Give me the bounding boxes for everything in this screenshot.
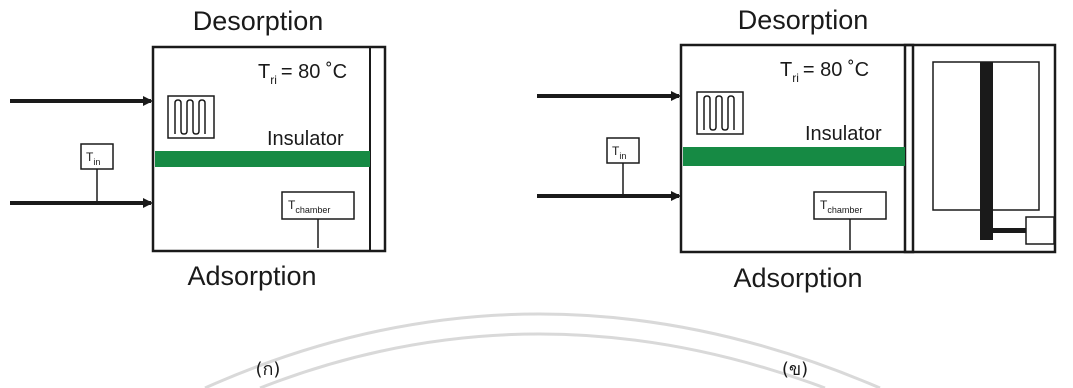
svg-text:Tin: Tin — [86, 150, 100, 167]
sensor-t-chamber: Tchamber — [281, 191, 355, 248]
adsorption-label: Adsorption — [187, 261, 316, 291]
panel-a: Desorption Tri= 80 ˚C Insulator Tin Tcha… — [10, 6, 387, 380]
desorption-label: Desorption — [738, 5, 869, 35]
insulator-bar — [683, 147, 905, 166]
svg-text:Tchamber: Tchamber — [820, 198, 862, 215]
watermark-arcs — [204, 312, 881, 388]
temperature-label: Tri= 80 ˚C — [780, 59, 869, 85]
chamber-box — [151, 45, 387, 253]
chamber-box — [679, 43, 915, 254]
heater-coil-icon — [696, 91, 744, 135]
watermark-arc-outer — [204, 312, 881, 388]
adsorption-label: Adsorption — [733, 263, 862, 293]
insulator-label: Insulator — [805, 123, 882, 145]
small-box — [1025, 216, 1055, 245]
vertical-rod — [980, 62, 993, 240]
sensor-mechanism — [932, 61, 1055, 245]
insulator-label: Insulator — [267, 128, 344, 150]
sensor-t-in: Tin — [80, 143, 114, 201]
horizontal-arm — [993, 228, 1026, 233]
svg-text:Tin: Tin — [612, 144, 626, 161]
sensor-t-in: Tin — [606, 137, 640, 194]
heater-coil-icon — [167, 95, 215, 139]
panel-b-caption: (ข) — [782, 359, 808, 380]
panel-b: Desorption Tri= 80 ˚C Insulator Tin Tcha… — [537, 5, 1057, 380]
watermark-arc-inner — [259, 332, 826, 388]
desorption-label: Desorption — [193, 6, 324, 36]
panel-a-caption: (ก) — [256, 359, 281, 380]
sensor-t-chamber: Tchamber — [813, 191, 887, 250]
temperature-label: Tri= 80 ˚C — [258, 61, 347, 87]
svg-text:Tchamber: Tchamber — [288, 198, 330, 215]
insulator-bar — [155, 151, 370, 167]
